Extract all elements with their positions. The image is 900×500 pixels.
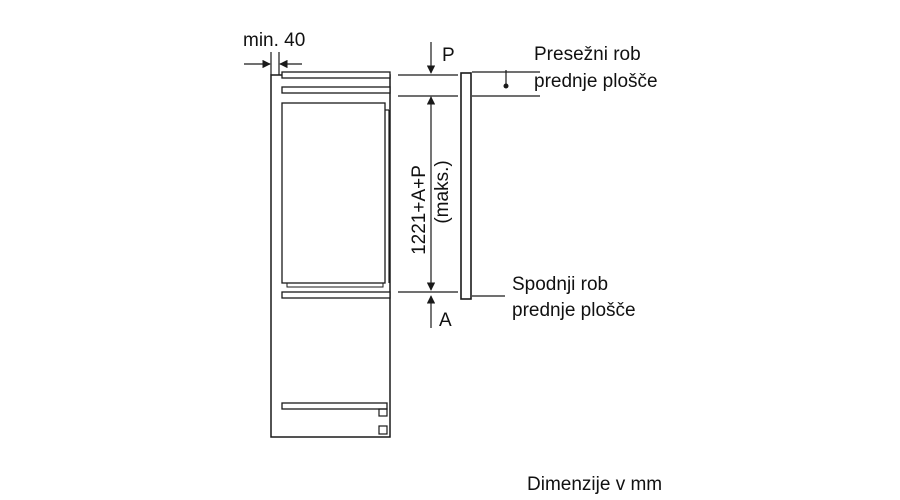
bottom-edge-callout: Spodnji rob prednje plošče	[512, 274, 636, 321]
cabinet-body	[270, 71, 391, 438]
units-note: Dimenzije v mm	[527, 474, 662, 495]
min-gap-dimension: min. 40	[243, 30, 305, 75]
p-letter: P	[442, 45, 455, 66]
p-marker: P	[426, 42, 455, 74]
bottom-edge-label-2: prednje plošče	[512, 300, 636, 321]
a-letter: A	[439, 310, 452, 331]
height-dim-note: (maks.)	[432, 160, 453, 223]
height-dimension: 1221+A+P (maks.)	[409, 96, 453, 291]
a-marker: A	[426, 295, 452, 331]
top-edge-label-2: prednje plošče	[534, 71, 658, 92]
extension-lines	[398, 71, 540, 297]
front-panel	[460, 72, 472, 300]
height-dim-label: 1221+A+P	[409, 165, 430, 255]
bottom-edge-label-1: Spodnji rob	[512, 274, 608, 295]
top-edge-callout: Presežni rob prednje plošče	[503, 44, 658, 92]
top-edge-label-1: Presežni rob	[534, 44, 641, 65]
min-gap-label: min. 40	[243, 30, 305, 51]
